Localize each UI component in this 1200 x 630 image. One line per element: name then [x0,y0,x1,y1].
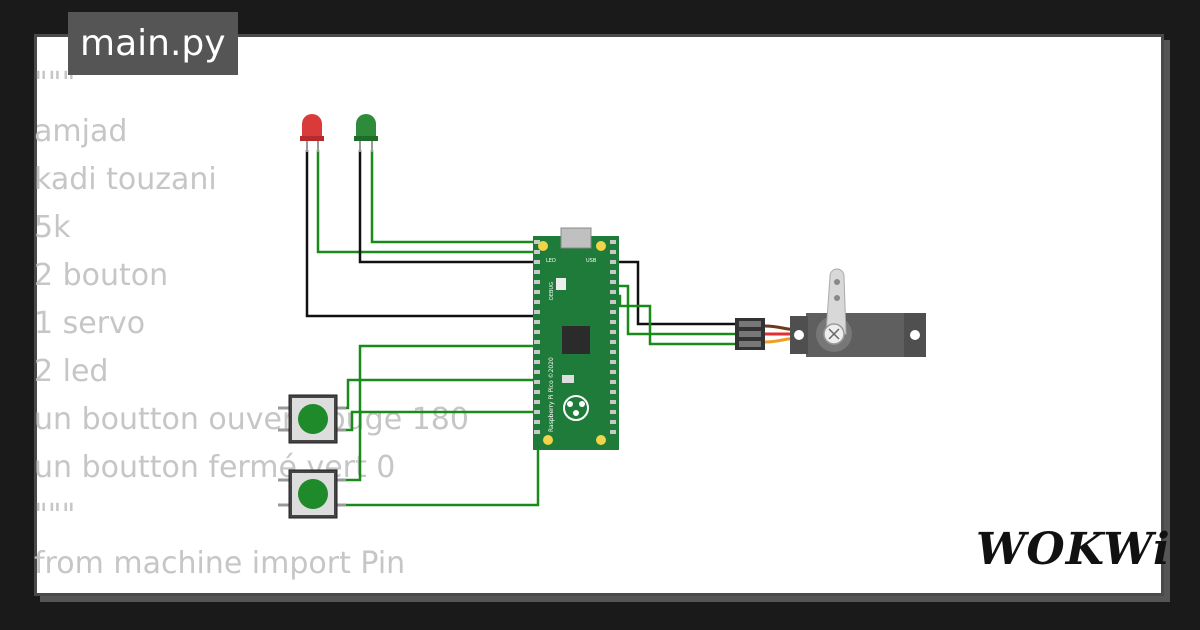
raspberry-logo-icon [563,395,589,421]
pin[interactable] [610,290,616,294]
pin[interactable] [534,410,540,414]
pin[interactable] [534,280,540,284]
pin[interactable] [534,390,540,394]
pin[interactable] [610,260,616,264]
rp2040-chip [562,326,590,354]
pin[interactable] [610,360,616,364]
pin[interactable] [534,310,540,314]
wokwi-logo: WOKWi [976,524,1171,575]
wire-green-led-anode [370,150,537,244]
usb-port [560,227,592,249]
pin[interactable] [534,330,540,334]
pin[interactable] [534,340,540,344]
pin[interactable] [610,370,616,374]
led-red [300,114,324,152]
wire-servo-gnd [612,260,737,326]
code-line: 1 servo [34,306,146,341]
wire-button1-b [337,410,537,432]
code-line: 5k [34,210,71,245]
pin[interactable] [534,380,540,384]
pin[interactable] [534,420,540,424]
pushbutton-1[interactable] [278,394,346,444]
servo-horn [825,268,847,335]
wire-button2-a [337,344,537,482]
pin[interactable] [610,380,616,384]
pin[interactable] [534,270,540,274]
pin[interactable] [610,270,616,274]
board-name: Raspberry Pi Pico ©2020 [548,357,555,432]
pin[interactable] [610,390,616,394]
led-green [354,114,378,152]
pin[interactable] [610,240,616,244]
code-line: from machine import Pin [34,546,406,581]
wire-red-led-anode [316,150,537,254]
pin[interactable] [610,280,616,284]
pin[interactable] [610,320,616,324]
pin[interactable] [610,350,616,354]
usb-label: USB [586,258,597,264]
pin[interactable] [534,250,540,254]
pin[interactable] [534,290,540,294]
pin[interactable] [610,330,616,334]
pico-board: LED USB Raspberry Pi Pico ©2020 DEBUG [533,227,619,450]
wire-button1-a [337,378,537,410]
pushbutton-2[interactable] [278,469,346,519]
code-line: amjad [34,114,128,149]
wire-servo-signal [612,294,737,346]
pin[interactable] [534,350,540,354]
pin[interactable] [610,400,616,404]
pin[interactable] [610,250,616,254]
servo-motor [735,268,926,357]
pin[interactable] [534,430,540,434]
pin[interactable] [610,420,616,424]
wire-servo-vcc [612,284,737,336]
pin[interactable] [534,400,540,404]
pin[interactable] [534,240,540,244]
pin[interactable] [534,360,540,364]
pin[interactable] [610,430,616,434]
debug-label: DEBUG [549,282,555,300]
pin[interactable] [534,260,540,264]
led-label: LED [546,258,556,264]
board-pins [534,240,616,434]
wire-red-led-gnd [305,150,537,318]
code-line: 2 led [34,354,109,389]
code-line: 2 bouton [34,258,169,293]
file-tab-label[interactable]: main.py [68,12,238,75]
pin[interactable] [534,320,540,324]
pin[interactable] [534,370,540,374]
pin[interactable] [610,410,616,414]
pin[interactable] [534,300,540,304]
wire-button2-b [337,438,540,507]
pin[interactable] [610,310,616,314]
pin[interactable] [610,340,616,344]
wire-green-led-gnd [358,150,537,264]
pin[interactable] [610,300,616,304]
code-line: """ [34,498,76,533]
code-line: kadi touzani [34,162,217,197]
